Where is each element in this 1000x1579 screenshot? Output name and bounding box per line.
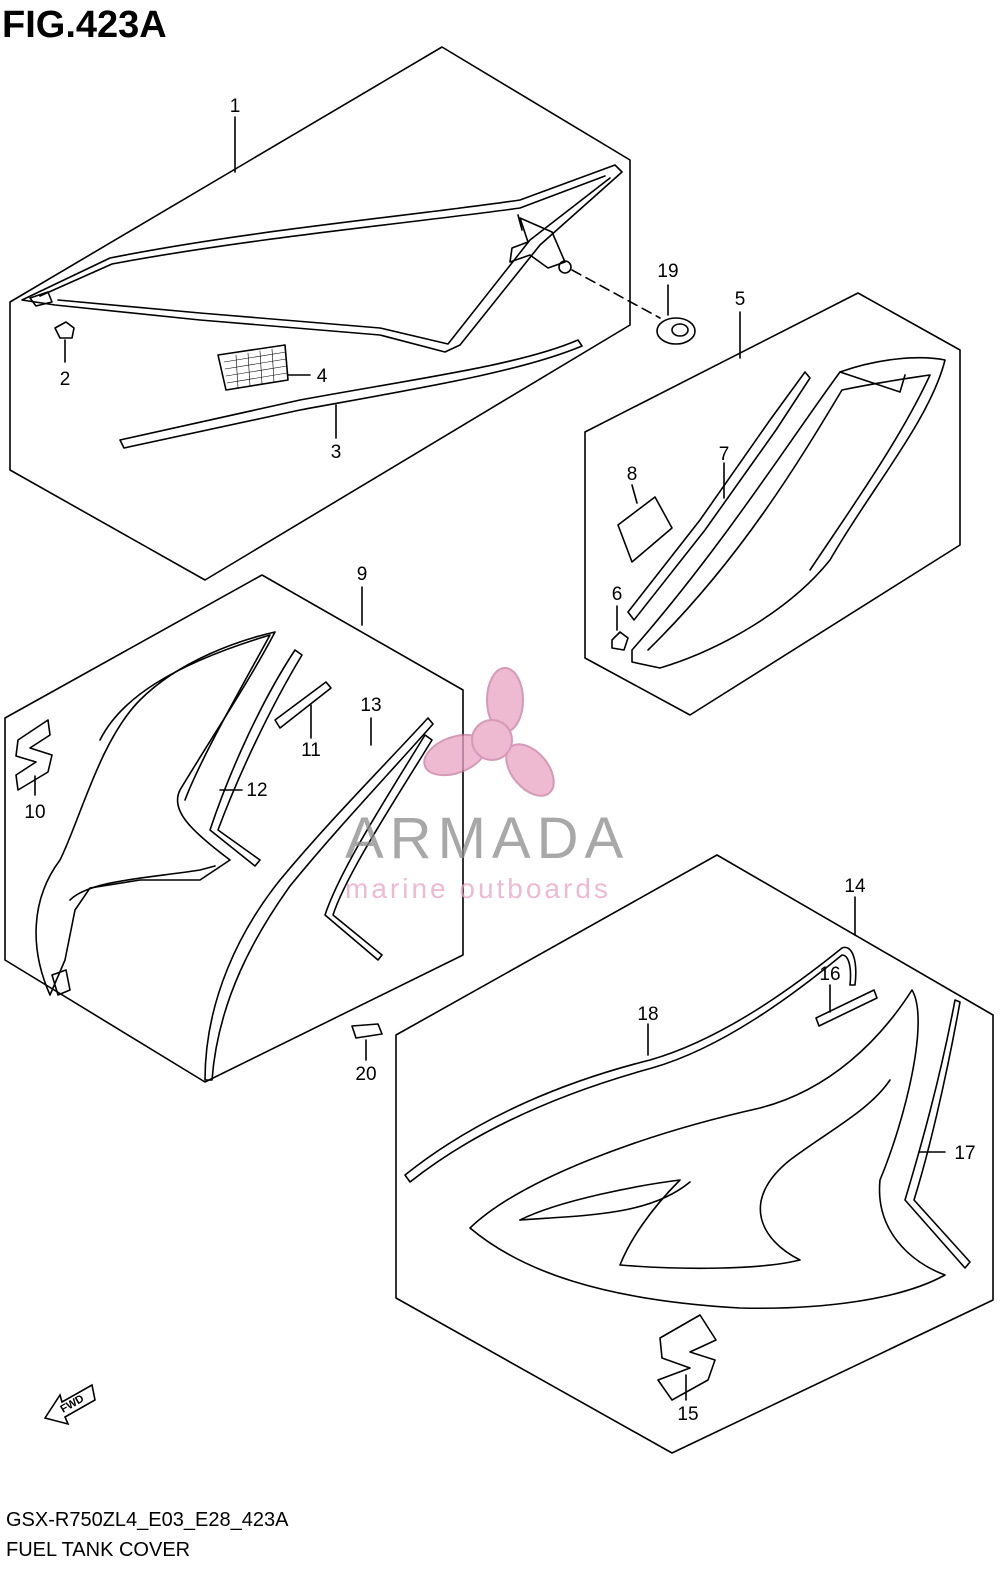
fwd-marker: FWD (43, 1383, 96, 1426)
callout-15: 15 (677, 1404, 698, 1425)
part-1-trim-frame (21, 164, 623, 353)
assembly-box-14 (395, 854, 994, 1454)
callout-8: 8 (627, 464, 638, 485)
callout-14: 14 (844, 876, 866, 897)
callout-17: 17 (954, 1143, 975, 1164)
part-14-side-cover (469, 989, 946, 1310)
callout-4: 4 (317, 366, 328, 387)
callout-3: 3 (331, 442, 342, 463)
callout-20: 20 (355, 1064, 376, 1085)
callout-9: 9 (357, 564, 368, 585)
propeller-logo-icon (423, 667, 555, 797)
part-13-trim (204, 717, 434, 1081)
watermark: ARMADA marine outboards (345, 667, 629, 904)
part-6-clip (611, 631, 629, 651)
callout-16: 16 (819, 964, 840, 985)
section-name: FUEL TANK COVER (6, 1539, 191, 1561)
callout-11: 11 (301, 740, 321, 761)
part-18-trim (404, 946, 857, 1183)
watermark-brand: ARMADA (345, 806, 629, 871)
callout-13: 13 (360, 695, 381, 716)
part-20-nut (351, 1023, 383, 1039)
part-15-emblem (657, 1314, 717, 1401)
model-code: GSX-R750ZL4_E03_E28_423A (6, 1509, 289, 1531)
callout-19: 19 (657, 261, 678, 282)
part-8-pad (617, 496, 673, 563)
part-2-clip (54, 321, 75, 339)
assembly-box-9 (4, 574, 464, 1083)
callout-6: 6 (612, 584, 623, 605)
callout-1: 1 (230, 96, 241, 117)
callout-5: 5 (735, 289, 746, 310)
part-3-strip (119, 339, 583, 449)
part-19-grommet (656, 317, 696, 345)
part-12-trim (209, 649, 303, 867)
callout-7: 7 (719, 444, 730, 465)
figure-title: FIG.423A (2, 4, 167, 46)
part-7-trim (627, 371, 811, 621)
part-16-strip (815, 989, 878, 1027)
callout-12: 12 (246, 780, 267, 801)
part-10-emblem (15, 719, 53, 791)
assembly-box-1 (9, 46, 631, 581)
part-9-side-cover (35, 631, 276, 996)
callout-18: 18 (637, 1004, 658, 1025)
part-11-strip (274, 681, 332, 729)
part-5-side-cover (631, 356, 946, 669)
callout-10: 10 (24, 802, 45, 823)
callout-2: 2 (60, 369, 71, 390)
watermark-tagline: marine outboards (345, 873, 611, 904)
fwd-arrow-icon (43, 1383, 96, 1426)
part-17-trim (904, 999, 971, 1269)
part-4-mesh (217, 344, 289, 391)
assembly-box-5 (584, 292, 961, 716)
